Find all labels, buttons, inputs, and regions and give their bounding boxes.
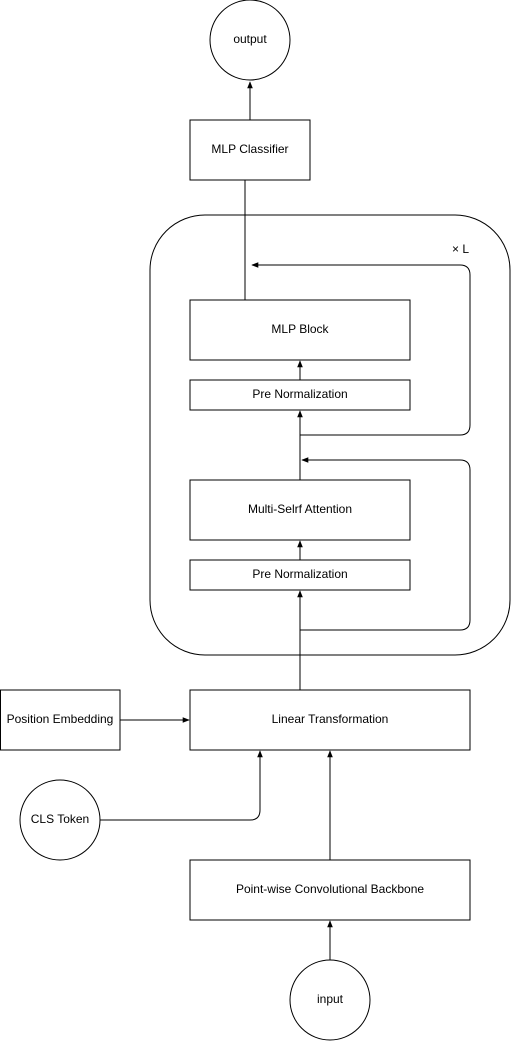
pre-normalization-top-node: Pre Normalization [189,379,411,411]
linear-transformation-node: Linear Transformation [189,689,471,751]
repeat-count-label: × L [452,242,469,256]
cls-token-label: CLS Token [31,812,89,826]
position-embedding-label: Position Embedding [7,712,114,726]
backbone-label: Point-wise Convolutional Backbone [236,882,424,896]
encoder-repeat-frame [149,214,511,656]
output-node: output [209,0,291,81]
mlp-block-label: MLP Block [271,322,329,336]
pre-normalization-top-label: Pre Normalization [252,387,347,401]
input-label: input [317,992,344,1006]
edge-residual-skip-top [251,262,471,436]
multi-self-attention-node: Multi-Selrf Attention [189,479,411,541]
mlp-classifier-node: MLP Classifier [189,119,311,181]
cls-token-node: CLS Token [19,779,101,861]
backbone-node: Point-wise Convolutional Backbone [189,859,471,921]
output-label: output [233,32,267,46]
edge-residual-skip-bottom [300,457,471,631]
pre-normalization-bottom-node: Pre Normalization [189,559,411,591]
mlp-block-node: MLP Block [189,299,411,361]
edge-cls-token-to-linear [100,750,263,821]
pre-normalization-bottom-label: Pre Normalization [252,567,347,581]
input-node: input [289,959,371,1041]
mlp-classifier-label: MLP Classifier [211,142,288,156]
linear-transformation-label: Linear Transformation [272,712,389,726]
position-embedding-node: Position Embedding [0,689,121,751]
multi-self-attention-label: Multi-Selrf Attention [248,502,352,516]
